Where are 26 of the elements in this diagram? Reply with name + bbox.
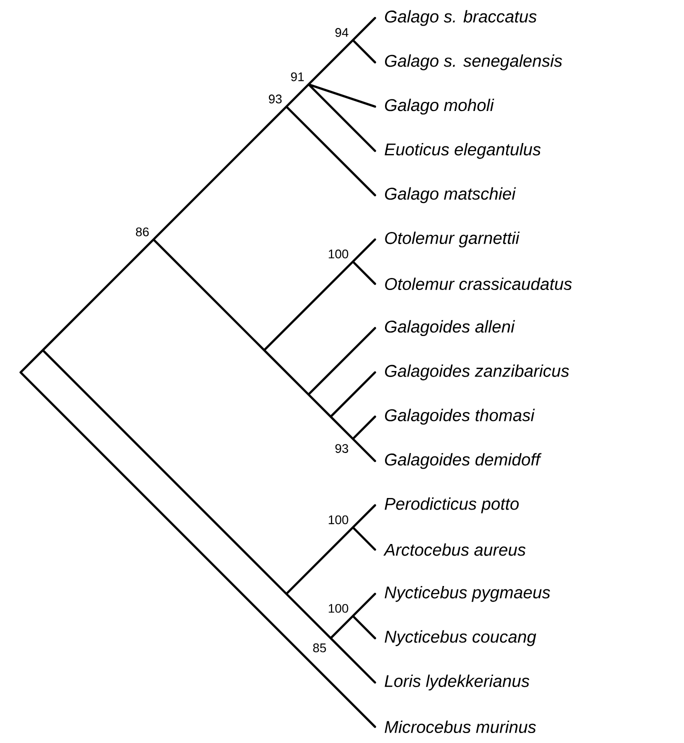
- support-value: 100: [328, 515, 348, 524]
- taxon-label: Galagoides alleni: [385, 320, 515, 336]
- taxon-label: Arctocebus aureus: [383, 543, 526, 556]
- support-value: 91: [291, 72, 304, 82]
- taxon-label: Euoticus elegantulus: [384, 142, 541, 159]
- support-value: 86: [136, 227, 149, 236]
- taxon-label: Galago s. senegalensis: [385, 54, 562, 70]
- support-value: 100: [328, 604, 348, 613]
- support-value: 93: [335, 444, 348, 453]
- support-value: 94: [335, 28, 348, 37]
- taxon-label: Galago s. braccatus: [385, 10, 537, 26]
- taxon-label: Galagoides zanzibaricus: [385, 364, 570, 380]
- taxon-label: Nycticebus coucang: [384, 630, 536, 646]
- taxon-label: Galago matschiei: [385, 187, 516, 204]
- taxon-label: Galagoides thomasi: [385, 408, 535, 425]
- support-value: 93: [268, 94, 282, 104]
- taxon-label: Nycticebus pygmaeus: [384, 586, 550, 602]
- taxon-label: Loris lydekkerianus: [384, 674, 530, 690]
- taxon-label: Otolemur crassicaudatus: [385, 278, 572, 290]
- taxon-label: Perodicticus potto: [384, 497, 519, 514]
- taxon-label: Microcebus murinus: [384, 720, 536, 734]
- support-value: 85: [313, 643, 326, 652]
- support-value: 100: [328, 250, 348, 258]
- taxon-label: Galago moholi: [385, 98, 494, 115]
- taxon-label: Otolemur garnettii: [385, 232, 520, 248]
- taxon-label: Galagoides demidoff: [385, 453, 542, 469]
